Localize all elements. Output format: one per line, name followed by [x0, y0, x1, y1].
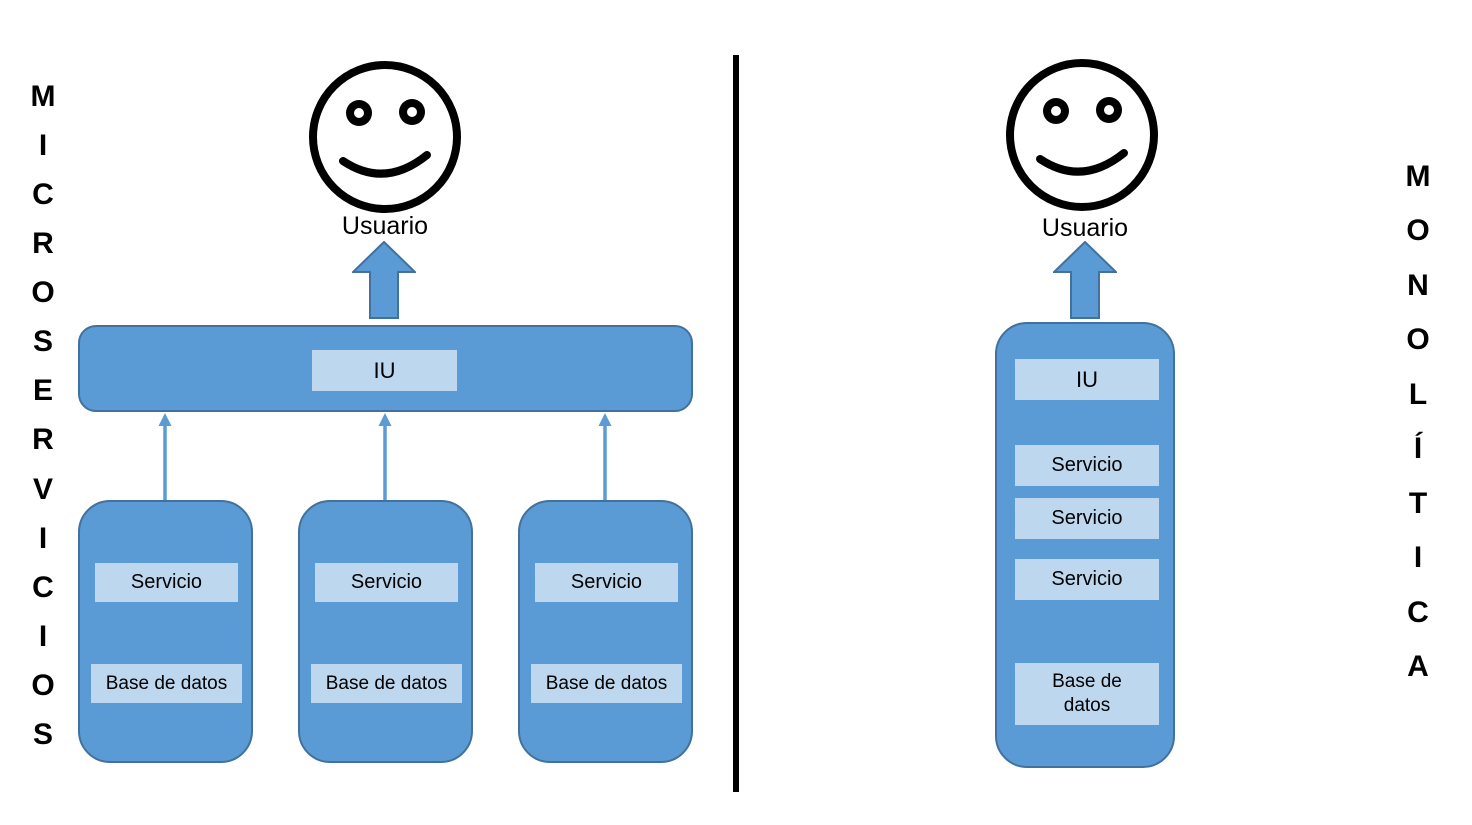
title-letter: Í — [1413, 432, 1423, 466]
title-letter: I — [38, 619, 48, 653]
title-letter: V — [32, 472, 53, 506]
service-box: Servicio Base de datos — [298, 500, 473, 763]
database-label: Base de datos — [531, 664, 682, 703]
section-divider — [733, 55, 739, 792]
database-label: Base de datos — [1015, 663, 1159, 725]
service-label: Servicio — [1015, 498, 1159, 539]
ui-label: IU — [312, 350, 457, 391]
title-letter: O — [1406, 214, 1430, 248]
title-letter: R — [32, 423, 54, 457]
service-box: Servicio Base de datos — [518, 500, 693, 763]
up-arrow-icon — [1053, 241, 1117, 319]
user-label: Usuario — [1041, 214, 1129, 242]
up-arrow-icon — [352, 241, 416, 319]
title-letter: E — [32, 374, 53, 408]
title-letter: C — [32, 570, 54, 604]
service-box: Servicio Base de datos — [78, 500, 253, 763]
service-label: Servicio — [535, 563, 678, 602]
monolithic-title: M O N O L Í T I C A — [1394, 162, 1442, 682]
title-letter: I — [38, 521, 48, 555]
title-letter: O — [31, 276, 55, 310]
database-label: Base de datos — [311, 664, 462, 703]
title-letter: T — [1408, 486, 1428, 520]
title-letter: N — [1407, 268, 1429, 302]
title-letter: O — [31, 668, 55, 702]
title-letter: O — [1406, 323, 1430, 357]
service-label: Servicio — [1015, 559, 1159, 600]
connector-arrow-icon — [377, 413, 393, 501]
title-letter: A — [1407, 649, 1429, 683]
title-letter: I — [1413, 541, 1423, 575]
monolith-box: IU Servicio Servicio Servicio Base de da… — [995, 322, 1175, 768]
title-letter: M — [30, 80, 56, 113]
user-label: Usuario — [341, 212, 429, 240]
title-letter: I — [38, 129, 48, 163]
title-letter: S — [32, 717, 53, 751]
title-letter: L — [1408, 377, 1428, 411]
microservices-title: M I C R O S E R V I C I O S — [20, 82, 66, 750]
user-smiley-icon — [1002, 55, 1162, 215]
service-label: Servicio — [1015, 445, 1159, 486]
title-letter: S — [32, 325, 53, 359]
connector-arrow-icon — [597, 413, 613, 501]
title-letter: R — [32, 227, 54, 261]
connector-arrow-icon — [157, 413, 173, 501]
title-letter: C — [32, 178, 54, 212]
title-letter: M — [1405, 160, 1431, 193]
database-label: Base de datos — [91, 664, 242, 703]
service-label: Servicio — [315, 563, 458, 602]
service-label: Servicio — [95, 563, 238, 602]
title-letter: C — [1407, 595, 1429, 629]
ui-label: IU — [1015, 359, 1159, 400]
user-smiley-icon — [305, 57, 465, 217]
